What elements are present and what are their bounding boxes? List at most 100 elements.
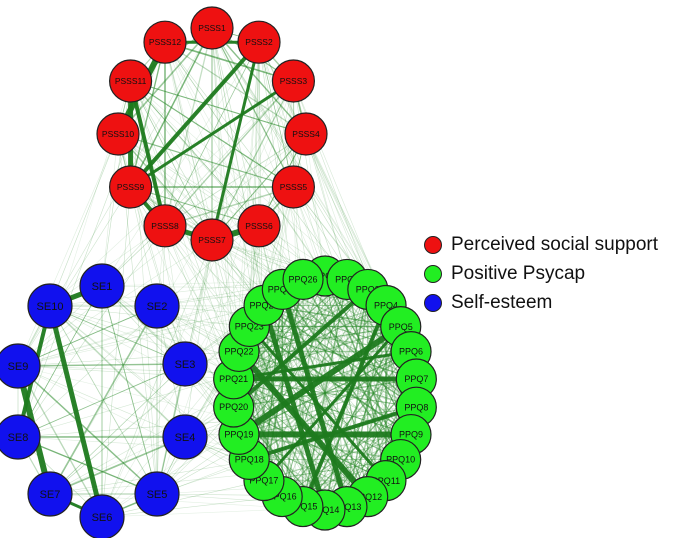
node-label-se7: SE7 [40, 489, 61, 501]
edge-PPQ20-SE1 [101, 285, 234, 408]
node-label-ppq26: PPQ26 [289, 275, 318, 285]
edge-PPQ7-PPQ23 [249, 325, 417, 380]
legend-swatch-psycap [424, 264, 442, 283]
edge-PSSS7-SE4 [184, 239, 213, 438]
edge-PSSS11-PPQ12 [130, 80, 368, 497]
edge-PSSS1-PPQ24 [211, 27, 265, 306]
node-label-se8: SE8 [8, 432, 29, 444]
edge-PPQ17-SE6 [101, 480, 265, 518]
edge-PPQ4-PPQ14 [324, 305, 387, 511]
edge-PSSS6-PSSS11 [130, 80, 260, 227]
node-label-ppq12: PPQ12 [353, 492, 382, 502]
node-label-psss7: PSSS7 [198, 235, 226, 245]
legend-swatch-support [424, 235, 442, 254]
node-circle-ppq26 [282, 258, 324, 300]
strong-edge-PPQ25-PPQ13 [279, 286, 350, 510]
node-circle-se7 [27, 471, 73, 517]
node-label-psss8: PSSS8 [151, 221, 179, 231]
edge-PSSS10-PPQ24 [117, 133, 265, 306]
strong-edge-PPQ24-PPQ14 [261, 302, 328, 513]
edge-SE4-SE10 [49, 305, 186, 438]
edge-PSSS4-PSSS11 [130, 80, 307, 135]
strong-edge-PSSS3-PSSS9 [129, 79, 295, 189]
node-label-ppq11: PPQ11 [372, 476, 400, 486]
node-label-se5: SE5 [147, 489, 168, 501]
legend-item-esteem: Self-esteem [424, 288, 658, 317]
node-label-ppq18: PPQ18 [235, 455, 264, 465]
node-psss8: PSSS8 [143, 204, 187, 248]
node-psss10: PSSS10 [96, 112, 140, 156]
node-label-psss2: PSSS2 [245, 37, 273, 47]
edge-SE5-SE10 [49, 305, 158, 495]
edge-PSSS8-PPQ22 [164, 225, 240, 352]
node-circle-se1 [79, 263, 125, 309]
node-circle-se5 [134, 471, 180, 517]
edge-PSSS12-PPQ10 [164, 42, 401, 460]
edge-PSSS2-PSSS5 [258, 42, 294, 188]
edge-PSSS2-PPQ22 [238, 42, 260, 352]
edge-SE1-SE5 [101, 285, 158, 495]
node-label-psss4: PSSS4 [292, 129, 320, 139]
edge-PSSS4-PPQ1 [305, 133, 326, 277]
node-label-psss11: PSSS11 [115, 76, 147, 86]
edge-PSSS8-SE8 [17, 225, 166, 438]
strong-edge-PSSS11-PSSS8 [128, 79, 167, 228]
edge-PPQ8-SE8 [17, 406, 417, 438]
edge-PPQ8-PPQ25 [281, 288, 417, 408]
node-label-se3: SE3 [175, 359, 196, 371]
node-label-ppq22: PPQ22 [224, 347, 253, 357]
edge-PSSS12-PPQ13 [164, 42, 348, 507]
node-circle-psss10 [96, 112, 140, 156]
edge-PSSS5-PSSS8 [164, 186, 294, 227]
edge-PSSS9-SE3 [130, 186, 186, 365]
strong-edge-PPQ4-PPQ15 [300, 303, 389, 509]
edge-PSSS10-SE2 [117, 133, 158, 307]
edge-PSSS3-PSSS8 [164, 80, 294, 227]
node-circle-se10 [27, 283, 73, 329]
node-psss3: PSSS3 [271, 59, 316, 103]
edge-PPQ12-PPQ23 [248, 326, 369, 497]
node-se3: SE3 [162, 341, 208, 387]
node-psss7: PSSS7 [190, 218, 234, 262]
node-label-ppq17: PPQ17 [249, 476, 278, 486]
edge-PSSS11-PPQ25 [130, 80, 283, 290]
node-label-se1: SE1 [92, 281, 113, 293]
legend-label-support: Perceived social support [451, 233, 658, 255]
edge-PPQ23-SE7 [49, 326, 250, 495]
edge-PSSS6-PPQ17 [258, 225, 265, 481]
edge-PSSS1-PPQ22 [211, 27, 240, 352]
node-circle-psss8 [143, 204, 187, 248]
edge-PPQ11-PPQ25 [282, 289, 387, 481]
node-circle-psss5 [271, 165, 316, 209]
node-se1: SE1 [79, 263, 125, 309]
node-circle-se6 [79, 494, 125, 538]
edge-PSSS10-PPQ8 [117, 133, 417, 408]
strong-edge-PPQ17-PPQ5 [262, 325, 403, 483]
node-psss6: PSSS6 [237, 204, 281, 248]
legend-item-support: Perceived social support [424, 230, 658, 259]
node-circle-psss1 [190, 6, 234, 50]
edge-PSSS3-SE1 [101, 80, 294, 287]
strong-edge-PSSS2-PSSS7 [210, 40, 261, 242]
node-label-se4: SE4 [175, 432, 196, 444]
node-label-ppq13: PPQ13 [332, 502, 361, 512]
node-se9: SE9 [0, 343, 41, 389]
edge-PPQ3-SE5 [156, 289, 369, 495]
node-label-psss10: PSSS10 [102, 129, 134, 139]
node-se7: SE7 [27, 471, 73, 517]
node-circle-psss4 [284, 112, 328, 156]
edge-PSSS9-SE6 [101, 186, 131, 518]
edge-PSSS12-PPQ21 [164, 42, 234, 379]
edge-PSSS5-PPQ9 [293, 186, 412, 435]
node-label-se2: SE2 [147, 301, 168, 313]
node-label-ppq14: PPQ14 [310, 505, 339, 515]
node-label-psss5: PSSS5 [280, 182, 308, 192]
edge-PSSS9-PSSS12 [129, 42, 166, 188]
node-psss1: PSSS1 [190, 6, 234, 50]
node-psss2: PSSS2 [237, 20, 281, 64]
node-label-ppq15: PPQ15 [288, 502, 317, 512]
node-label-ppq23: PPQ23 [235, 322, 264, 332]
node-ppq7: PPQ7 [395, 358, 437, 400]
edge-SE3-SE9 [17, 363, 186, 367]
